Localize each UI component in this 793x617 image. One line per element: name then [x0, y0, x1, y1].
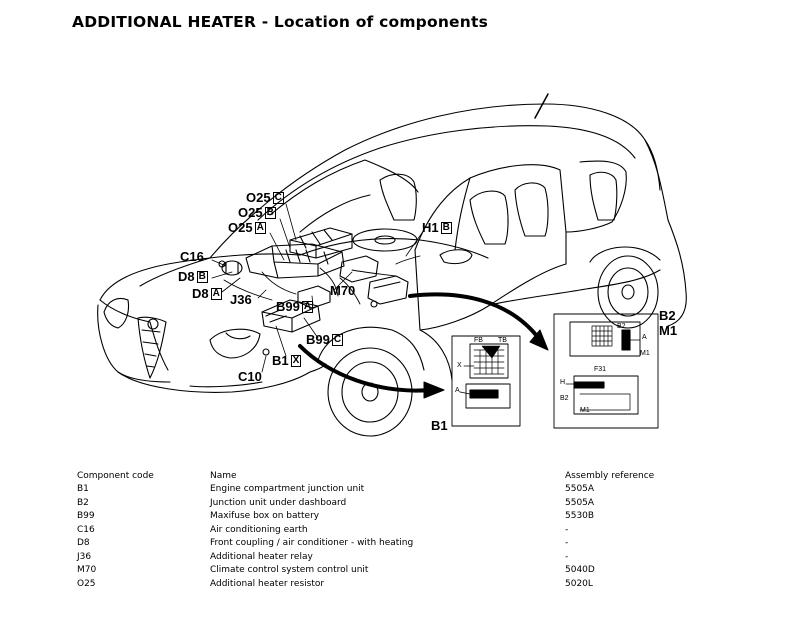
cell-code: C16 — [77, 524, 95, 535]
callout-sub: A — [210, 287, 222, 300]
cell-assembly: - — [565, 551, 569, 562]
cell-code: M70 — [77, 565, 97, 576]
callout-sub: B — [196, 270, 208, 283]
inset-b2-f31: F31 — [594, 366, 607, 373]
header-assembly: Assembly reference — [565, 470, 655, 481]
callout-code: M70 — [330, 283, 356, 298]
table-header: Component code Name Assembly reference — [77, 469, 717, 483]
inset-b2-a: A — [642, 334, 647, 341]
callout-sub: A — [254, 221, 266, 234]
car-diagram — [97, 93, 687, 437]
callout-code: O25 — [246, 190, 271, 205]
table-row: C16 Air conditioning earth - — [77, 523, 717, 537]
cell-name: Additional heater relay — [210, 551, 313, 562]
inset-b1-fb: FB — [474, 337, 483, 344]
callout-c16: C16 — [180, 250, 204, 263]
table-row: B2 Junction unit under dashboard 5505A — [77, 496, 717, 510]
callout-m70: M70 — [330, 284, 355, 297]
table-row: J36 Additional heater relay - — [77, 550, 717, 564]
inset-b1-tb: TB — [498, 337, 507, 344]
callout-code: O25 — [238, 205, 263, 220]
cell-code: B99 — [77, 511, 95, 522]
header-name: Name — [210, 470, 237, 481]
callout-sub: B — [440, 221, 452, 234]
cell-assembly: 5505A — [565, 497, 595, 508]
table-row: D8 Front coupling / air conditioner - wi… — [77, 537, 717, 551]
detail-label-b2: B2 — [659, 308, 676, 323]
cell-assembly: 5040D — [565, 565, 595, 576]
cell-name: Climate control system control unit — [210, 565, 369, 576]
callout-code: D8 — [192, 286, 209, 301]
cell-code: D8 — [77, 538, 90, 549]
detail-label-b1: B1 — [431, 418, 448, 433]
callout-j36: J36 — [230, 293, 252, 306]
callout-sub: X — [290, 354, 302, 367]
callout-code: J36 — [230, 292, 252, 307]
inset-b2-h: H — [560, 379, 566, 386]
inset-b2-b2-lower: B2 — [560, 395, 569, 402]
callout-code: C16 — [180, 249, 204, 264]
callout-code: B99 — [276, 299, 300, 314]
callout-sub: C — [331, 333, 344, 346]
table-row: B99 Maxifuse box on battery 5530B — [77, 510, 717, 524]
inset-b2-m1-lower: M1 — [580, 407, 590, 414]
inset-b2-b2: B2 — [617, 323, 626, 330]
cell-code: J36 — [77, 551, 92, 562]
cell-name: Additional heater resistor — [210, 578, 325, 589]
cell-name: Engine compartment junction unit — [210, 484, 365, 495]
callout-sub: A — [301, 300, 314, 313]
components-table: Component code Name Assembly reference B… — [77, 469, 717, 591]
callout-code: O25 — [228, 220, 253, 235]
table-row: M70 Climate control system control unit … — [77, 564, 717, 578]
detail-label-m1: M1 — [659, 323, 678, 338]
callout-code: B1 — [272, 353, 289, 368]
inset-b1-x: X — [457, 362, 462, 369]
cell-assembly: - — [565, 538, 569, 549]
callout-sub: C — [272, 191, 284, 204]
page-title: ADDITIONAL HEATER - Location of componen… — [72, 13, 489, 31]
inset-b2-m1: M1 — [640, 350, 650, 357]
cell-name: Front coupling / air conditioner - with … — [210, 538, 414, 549]
cell-code: B2 — [77, 497, 89, 508]
callout-code: H1 — [422, 220, 439, 235]
cell-name: Maxifuse box on battery — [210, 511, 320, 522]
callout-code: B99 — [306, 332, 330, 347]
callout-code: D8 — [178, 269, 195, 284]
callout-code: C10 — [238, 369, 262, 384]
inset-b1-a: A — [455, 387, 460, 394]
cell-name: Junction unit under dashboard — [210, 497, 347, 508]
cell-assembly: - — [565, 524, 569, 535]
callout-c10: C10 — [238, 370, 262, 383]
cell-assembly: 5505A — [565, 484, 595, 495]
cell-name: Air conditioning earth — [210, 524, 308, 535]
cell-assembly: 5020L — [565, 578, 593, 589]
table-row: O25 Additional heater resistor 5020L — [77, 577, 717, 591]
cell-code: O25 — [77, 578, 96, 589]
cell-assembly: 5530B — [565, 511, 595, 522]
header-code: Component code — [77, 470, 154, 481]
cell-code: B1 — [77, 484, 89, 495]
table-row: B1 Engine compartment junction unit 5505… — [77, 483, 717, 497]
callout-sub: B — [264, 206, 276, 219]
